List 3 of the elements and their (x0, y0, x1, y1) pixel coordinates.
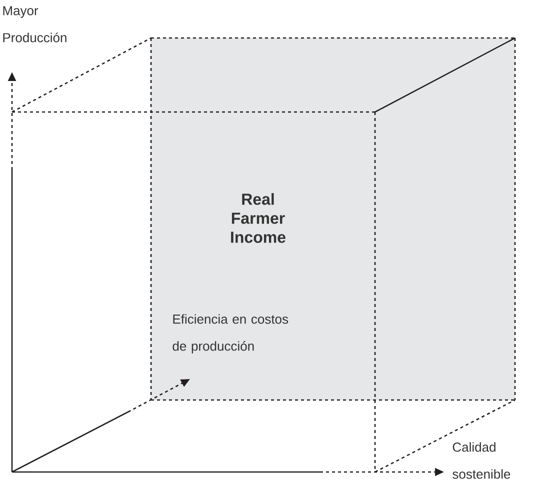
axis-label: Calidad sostenible (452, 442, 510, 479)
axis-label: Mayor Producción (3, 6, 66, 42)
axis-label: Eficiencia en costos de producción (172, 314, 288, 354)
